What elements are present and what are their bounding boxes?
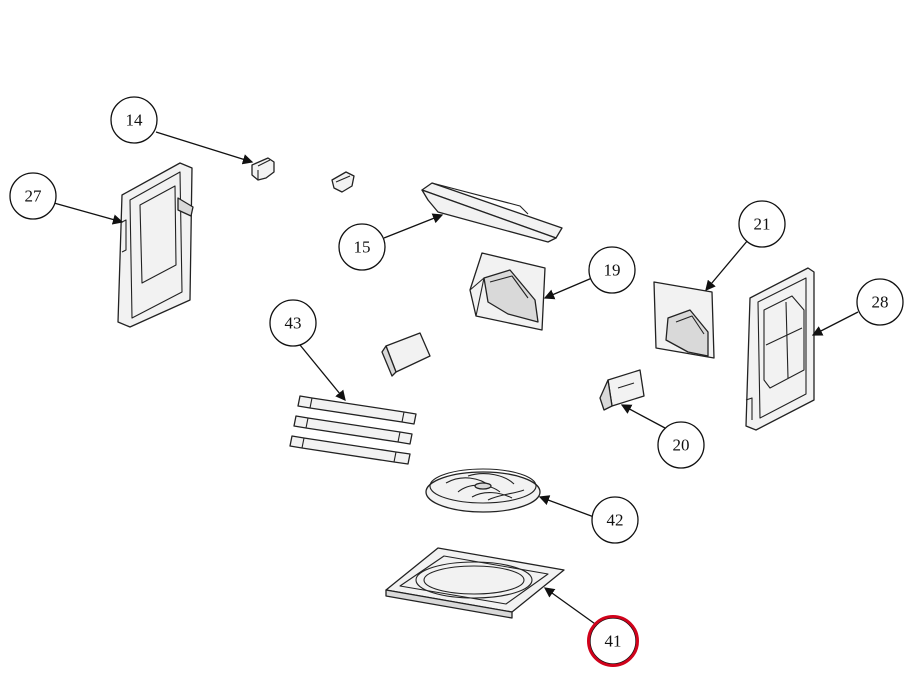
callout-42: 42 xyxy=(591,496,639,544)
callout-27-label: 27 xyxy=(25,187,43,206)
callout-14: 14 xyxy=(110,96,158,144)
part-20-block xyxy=(599,369,645,411)
leader-19 xyxy=(543,277,593,300)
callout-41-label: 41 xyxy=(605,632,622,651)
leader-20 xyxy=(620,404,666,429)
leader-15 xyxy=(383,213,444,239)
leader-41 xyxy=(543,587,599,627)
callout-42-label: 42 xyxy=(607,511,624,530)
callout-19-label: 19 xyxy=(604,261,621,280)
part-28-right-side-panel xyxy=(745,267,815,431)
part-27-left-side-panel xyxy=(117,162,194,328)
part-19-back-fireboard xyxy=(469,252,546,331)
callout-21-label: 21 xyxy=(754,215,771,234)
callout-43-label: 43 xyxy=(285,314,302,333)
callout-41: 41 xyxy=(587,615,639,667)
part-43-rods xyxy=(289,395,417,465)
callout-20-label: 20 xyxy=(673,436,690,455)
rod-1 xyxy=(297,395,417,425)
callout-21: 21 xyxy=(738,200,786,248)
callout-19: 19 xyxy=(588,246,636,294)
leader-42 xyxy=(538,495,595,518)
callout-15-label: 15 xyxy=(354,238,371,257)
callout-28: 28 xyxy=(856,278,904,326)
callout-27: 27 xyxy=(9,172,57,220)
callout-41-highlight-ring xyxy=(587,615,639,667)
rod-3 xyxy=(289,435,411,465)
part-14-clip-left xyxy=(251,157,275,181)
part-41-base-plate xyxy=(385,547,565,619)
callout-14-label: 14 xyxy=(126,111,144,130)
leader-28 xyxy=(811,311,859,336)
leader-lines xyxy=(53,131,859,627)
callout-28-label: 28 xyxy=(872,293,889,312)
part-15-baffle xyxy=(421,182,563,243)
leader-27 xyxy=(53,202,124,225)
callout-15: 15 xyxy=(338,223,386,271)
leader-14 xyxy=(155,131,254,165)
part-21-right-fireboard xyxy=(653,281,715,359)
part-42-round-grate xyxy=(425,468,541,513)
callout-20: 20 xyxy=(657,421,705,469)
rod-2 xyxy=(293,415,413,445)
part-small-brick xyxy=(381,332,431,377)
leader-21 xyxy=(705,239,749,291)
callout-43: 43 xyxy=(269,299,317,347)
part-14-clip-right xyxy=(331,171,355,193)
leader-43 xyxy=(299,344,346,402)
